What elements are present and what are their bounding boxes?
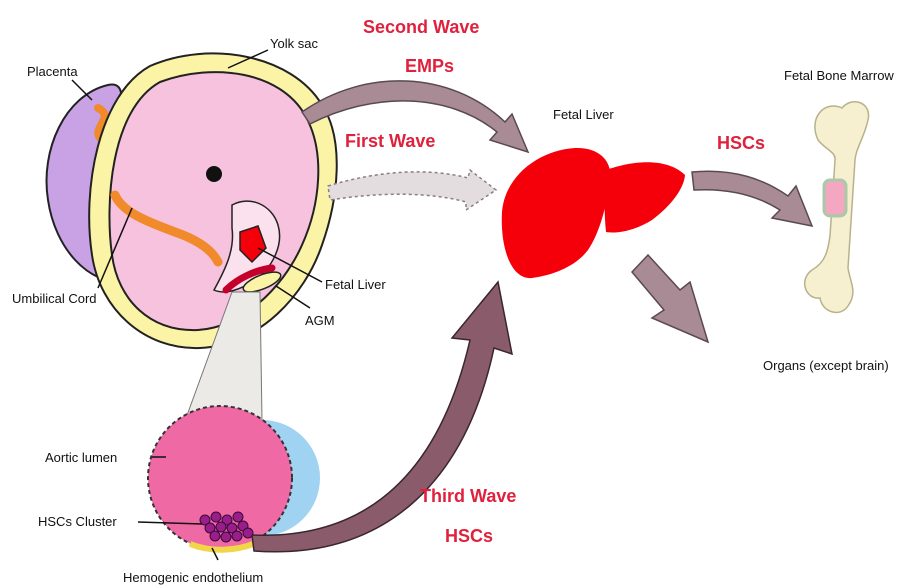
first-wave-label: First Wave — [345, 131, 435, 151]
yolk-sac-embryo-illustration — [89, 53, 337, 348]
hscs-cluster-label: HSCs Cluster — [38, 514, 117, 529]
aorta-cross-section — [148, 406, 320, 550]
yolk-sac-label: Yolk sac — [270, 36, 318, 51]
hemogenic-endothelium-label: Hemogenic endothelium — [123, 570, 263, 585]
fetal-bone-marrow-label: Fetal Bone Marrow — [784, 68, 894, 83]
embryo-fetal-liver-label: Fetal Liver — [325, 277, 386, 292]
second-wave-label: Second Wave — [363, 17, 479, 37]
organs-arrow — [632, 255, 708, 342]
aortic-lumen-label: Aortic lumen — [45, 450, 117, 465]
bone-marrow-hscs-label: HSCs — [717, 133, 765, 153]
fetal-liver-right-lobe — [605, 162, 686, 232]
third-wave-label: Third Wave — [420, 486, 516, 506]
bone-marrow-region — [824, 180, 846, 216]
agm-label: AGM — [305, 313, 335, 328]
first-wave-arrow — [328, 170, 496, 210]
umbilical-cord-label: Umbilical Cord — [12, 291, 97, 306]
embryo-eye — [206, 166, 222, 182]
fetal-liver-label: Fetal Liver — [553, 107, 614, 122]
hscs-to-bone-arrow — [692, 171, 812, 226]
fetal-bone-illustration — [805, 102, 869, 313]
fetal-liver-left-lobe — [502, 148, 610, 278]
emps-label: EMPs — [405, 56, 454, 76]
third-wave-hscs-label: HSCs — [445, 526, 493, 546]
fetal-liver-illustration — [502, 148, 685, 278]
organs-label: Organs (except brain) — [763, 358, 889, 373]
placenta-label: Placenta — [27, 64, 78, 79]
